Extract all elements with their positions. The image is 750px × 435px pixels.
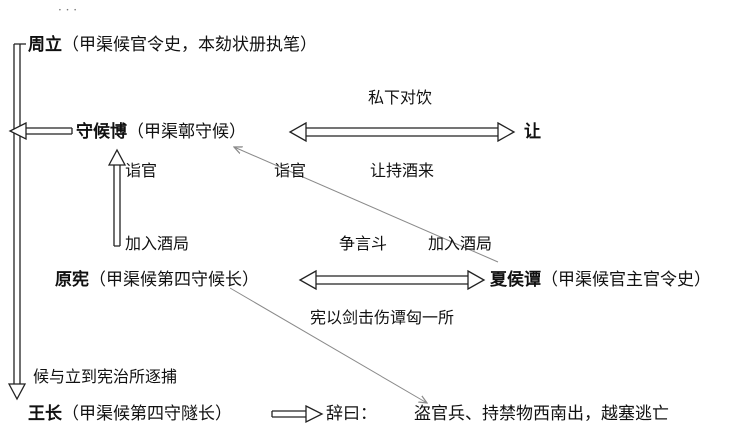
- tan-to-bo-thin-arrow: [234, 147, 499, 263]
- xian-to-statement-thin-arrow: [229, 287, 427, 403]
- label-yiguan-left: 诣官: [125, 161, 158, 180]
- node-zhouli-name: 周立: [28, 35, 62, 55]
- node-wangchang-detail: （甲渠候第四守隧长）: [62, 404, 232, 424]
- node-wangchang: 王长（甲渠候第四守隧长）: [28, 404, 232, 424]
- label-zhengyandou: 争言斗: [339, 234, 388, 253]
- label-jiaru-right: 加入酒局: [428, 234, 493, 253]
- top-fragment: · · ·: [58, 3, 78, 17]
- node-zhouli: 周立（甲渠候官令史，本劾状册执笔）: [28, 35, 317, 55]
- label-ciyue: 辞曰：: [326, 404, 377, 424]
- bo-rang-double-arrow: [288, 121, 516, 143]
- thin-arrows: [229, 147, 499, 403]
- main-vertical-arrow: [7, 43, 27, 401]
- node-yuanxian-name: 原宪: [55, 270, 89, 290]
- xian-to-bo-up-arrow: [107, 148, 127, 247]
- shouhoubo-to-line-arrow: [8, 121, 73, 141]
- xian-tan-double-arrow: [298, 269, 486, 291]
- node-xiahoutan-detail: （甲渠候官主官令史）: [541, 270, 711, 290]
- node-shouhoubo-name: 守候博: [76, 122, 127, 142]
- label-rang-chijiu: 让持酒来: [370, 161, 435, 180]
- label-statement: 盗官兵、持禁物西南出，越塞逃亡: [414, 404, 669, 424]
- label-jiaru-left: 加入酒局: [125, 234, 190, 253]
- node-rang: 让: [524, 122, 541, 142]
- node-yuanxian-detail: （甲渠候第四守候长）: [89, 270, 259, 290]
- node-yuanxian: 原宪（甲渠候第四守候长）: [55, 270, 259, 290]
- label-sixia-duiyin: 私下对饮: [368, 88, 433, 107]
- node-zhouli-detail: （甲渠候官令史，本劾状册执笔）: [62, 35, 317, 55]
- node-wangchang-name: 王长: [28, 404, 62, 424]
- node-shouhoubo-detail: （甲渠鄣守候）: [127, 122, 246, 142]
- node-shouhoubo: 守候博（甲渠鄣守候）: [76, 122, 246, 142]
- node-xiahoutan: 夏侯谭（甲渠候官主官令史）: [490, 270, 711, 290]
- wangchang-to-ciyue-arrow: [271, 404, 324, 424]
- label-hou-zhuobu: 候与立到宪治所逐捕: [33, 367, 178, 386]
- label-yiguan-mid: 诣官: [274, 161, 307, 180]
- label-xian-jian: 宪以剑击伤谭匈一所: [310, 308, 455, 327]
- node-xiahoutan-name: 夏侯谭: [490, 270, 541, 290]
